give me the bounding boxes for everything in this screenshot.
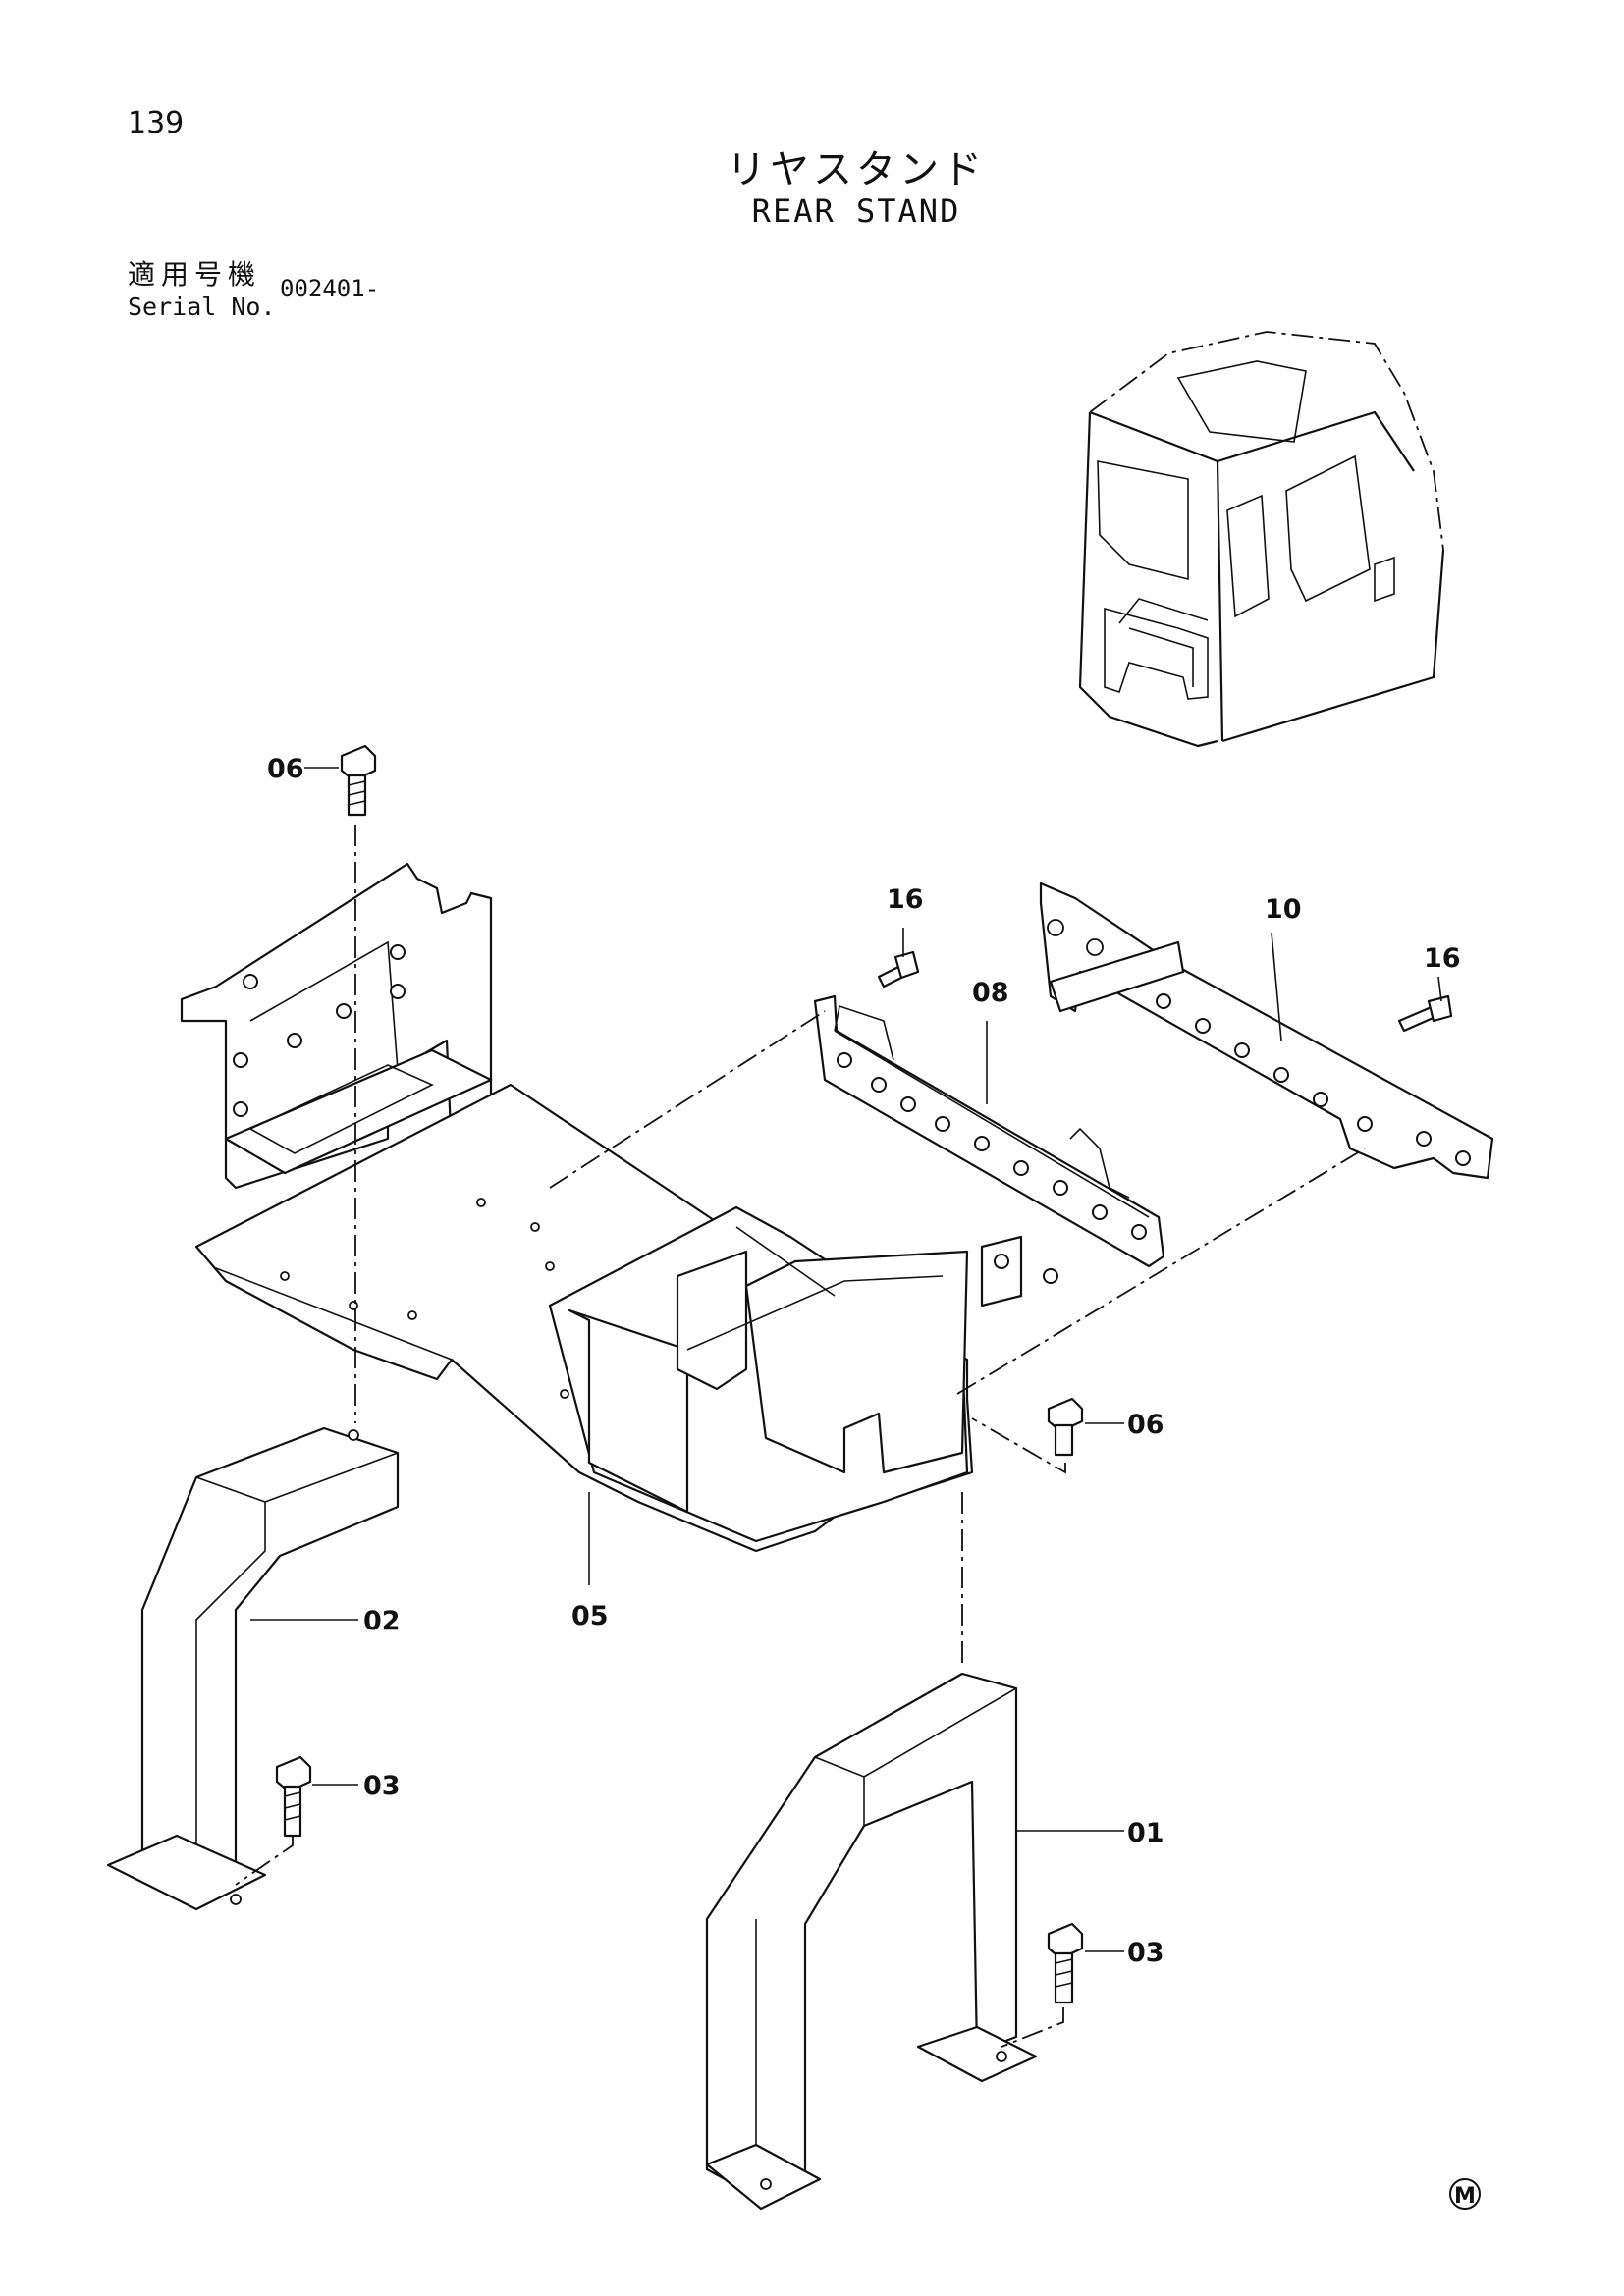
bolt-03-right-icon	[1047, 1922, 1084, 2004]
page-number: 139	[128, 106, 185, 140]
bracket-08	[813, 994, 1165, 1268]
callout-01: 01	[1127, 1818, 1164, 1848]
assembly-line-bolt-03-left	[235, 1836, 294, 1886]
serial-label-english: Serial No.	[128, 293, 276, 321]
assembly-line-base-08	[549, 1010, 826, 1189]
bolt-03-left-icon	[275, 1755, 312, 1838]
callout-06-right: 06	[1127, 1410, 1164, 1440]
callout-02: 02	[363, 1606, 401, 1636]
callout-06-top: 06	[267, 754, 304, 784]
callout-03-right: 03	[1127, 1938, 1164, 1968]
revision-mark-circled-m: M	[1449, 2178, 1481, 2210]
serial-number-value: 002401-	[280, 275, 380, 302]
bolt-06-top-icon	[340, 744, 377, 817]
callout-16-right: 16	[1424, 943, 1461, 974]
callout-16-left: 16	[887, 884, 924, 915]
callout-03-left: 03	[363, 1771, 401, 1801]
assembly-line-bolt-06-right	[971, 1417, 1066, 1474]
bracket-upper-left	[180, 862, 493, 1190]
callout-08: 08	[972, 978, 1009, 1008]
bracket-08-nuts	[837, 1052, 1147, 1240]
main-base-plate	[194, 1083, 1058, 1553]
callout-10: 10	[1265, 894, 1302, 925]
callout-05: 05	[571, 1601, 609, 1631]
cab-location-thumbnail	[1078, 331, 1445, 748]
page-title-japanese: リヤスタンド	[727, 147, 986, 192]
bolt-16-left-icon	[877, 950, 920, 988]
rear-stand-leg-01	[705, 1672, 1038, 2211]
bracket-10-nuts	[1156, 993, 1471, 1166]
page-title-english: REAR STAND	[751, 192, 961, 230]
rear-stand-leg-02	[106, 1426, 400, 1911]
bracket-10	[1039, 881, 1494, 1180]
serial-label-japanese: 適用号機	[128, 258, 262, 291]
bolt-06-right-icon	[1047, 1397, 1084, 1457]
bolt-16-right-icon	[1397, 994, 1453, 1033]
assembly-line-bolt-03-right	[1001, 2007, 1064, 2048]
svg-text:M: M	[1454, 2184, 1476, 2209]
assembly-line-base-10	[956, 1148, 1366, 1395]
